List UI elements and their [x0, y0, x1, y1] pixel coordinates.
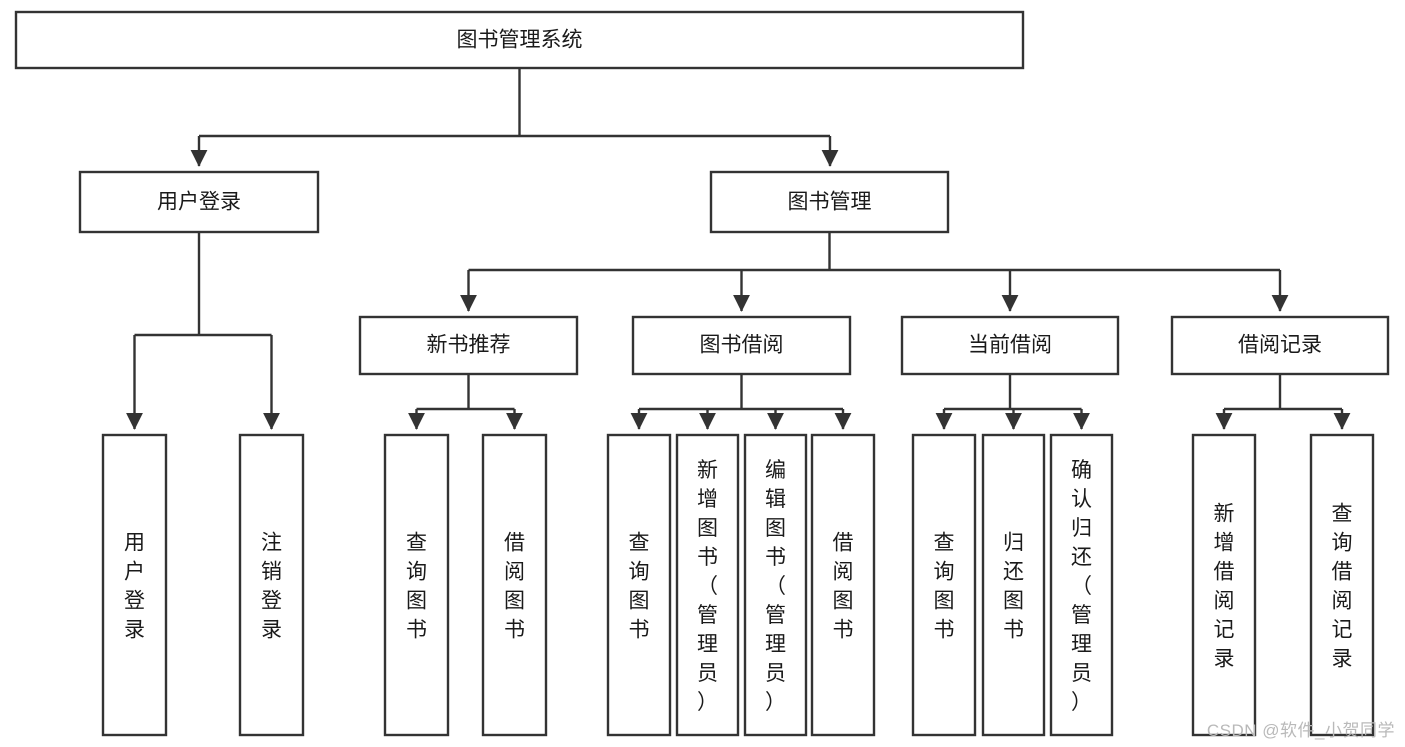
node-leaf-borrow-book-2-box[interactable] — [810, 433, 876, 737]
node-leaf-borrow-book-1[interactable]: 借阅图书 — [481, 433, 548, 737]
node-boxes: 图书管理系统 用户登录 图书管理 新书推荐 图书借阅 当前 — [14, 10, 1390, 737]
node-leaf-query-book-1[interactable]: 查询图书 — [383, 433, 450, 737]
node-new-book-recommend[interactable]: 新书推荐 — [358, 315, 579, 376]
node-leaf-logout-box[interactable] — [238, 433, 305, 737]
node-user-login-box[interactable] — [78, 170, 320, 234]
node-book-borrow-box[interactable] — [631, 315, 852, 376]
node-leaf-add-borrow-record-label: 新增借阅记录 — [1214, 503, 1235, 671]
node-leaf-return-book-box[interactable] — [981, 433, 1046, 737]
node-leaf-edit-book-label: 编辑图书（管理员） — [765, 459, 786, 714]
node-leaf-query-book-1-label: 查询图书 — [406, 532, 427, 642]
node-root-label: 图书管理系统 — [457, 29, 583, 52]
node-leaf-user-login-label: 用户登录 — [124, 532, 145, 642]
node-leaf-query-book-2-box[interactable] — [606, 433, 672, 737]
node-leaf-query-book-1-box[interactable] — [383, 433, 450, 737]
node-current-borrow-label: 当前借阅 — [968, 334, 1052, 357]
node-leaf-borrow-book-2[interactable]: 借阅图书 — [810, 433, 876, 737]
node-leaf-user-login-box[interactable] — [101, 433, 168, 737]
node-new-book-recommend-label: 新书推荐 — [427, 334, 511, 357]
node-leaf-query-book-3[interactable]: 查询图书 — [911, 433, 977, 737]
node-root-box[interactable] — [14, 10, 1025, 70]
node-leaf-user-login[interactable]: 用户登录 — [101, 433, 168, 737]
connector-edges — [126, 68, 1351, 430]
node-current-borrow[interactable]: 当前借阅 — [900, 315, 1120, 376]
node-user-login-label: 用户登录 — [157, 191, 241, 214]
node-book-management-box[interactable] — [709, 170, 950, 234]
node-book-borrow-label: 图书借阅 — [700, 334, 784, 357]
node-leaf-borrow-book-2-label: 借阅图书 — [833, 532, 854, 642]
node-leaf-add-borrow-record-box[interactable] — [1191, 433, 1257, 737]
node-leaf-query-book-3-label: 查询图书 — [934, 532, 955, 642]
node-leaf-query-book-2[interactable]: 查询图书 — [606, 433, 672, 737]
node-leaf-edit-book-box[interactable] — [743, 433, 808, 737]
node-leaf-logout-label: 注销登录 — [261, 532, 282, 642]
node-leaf-confirm-return-box[interactable] — [1049, 433, 1114, 737]
csdn-watermark: CSDN @软件_小贺同学 — [1206, 721, 1395, 740]
node-leaf-query-borrow-record[interactable]: 查询借阅记录 — [1309, 433, 1375, 737]
node-root[interactable]: 图书管理系统 — [14, 10, 1025, 70]
node-leaf-query-book-2-label: 查询图书 — [629, 532, 650, 642]
node-current-borrow-box[interactable] — [900, 315, 1120, 376]
node-leaf-add-book-box[interactable] — [675, 433, 740, 737]
node-new-book-recommend-box[interactable] — [358, 315, 579, 376]
node-leaf-confirm-return[interactable]: 确认归还（管理员） — [1049, 433, 1114, 737]
node-leaf-logout[interactable]: 注销登录 — [238, 433, 305, 737]
node-borrow-record-label: 借阅记录 — [1238, 334, 1322, 357]
node-borrow-record[interactable]: 借阅记录 — [1170, 315, 1390, 376]
node-leaf-query-borrow-record-box[interactable] — [1309, 433, 1375, 737]
node-book-borrow[interactable]: 图书借阅 — [631, 315, 852, 376]
node-leaf-query-borrow-record-label: 查询借阅记录 — [1332, 503, 1353, 671]
node-leaf-borrow-book-1-box[interactable] — [481, 433, 548, 737]
node-leaf-add-book[interactable]: 新增图书（管理员） — [675, 433, 740, 737]
node-leaf-add-book-label: 新增图书（管理员） — [697, 459, 718, 714]
node-leaf-edit-book[interactable]: 编辑图书（管理员） — [743, 433, 808, 737]
node-leaf-confirm-return-label: 确认归还（管理员） — [1071, 459, 1092, 714]
node-user-login[interactable]: 用户登录 — [78, 170, 320, 234]
node-borrow-record-box[interactable] — [1170, 315, 1390, 376]
node-leaf-borrow-book-1-label: 借阅图书 — [504, 532, 525, 642]
node-leaf-add-borrow-record[interactable]: 新增借阅记录 — [1191, 433, 1257, 737]
node-book-management-label: 图书管理 — [788, 191, 872, 214]
node-leaf-return-book[interactable]: 归还图书 — [981, 433, 1046, 737]
node-leaf-return-book-label: 归还图书 — [1003, 532, 1024, 642]
node-book-management[interactable]: 图书管理 — [709, 170, 950, 234]
node-leaf-query-book-3-box[interactable] — [911, 433, 977, 737]
